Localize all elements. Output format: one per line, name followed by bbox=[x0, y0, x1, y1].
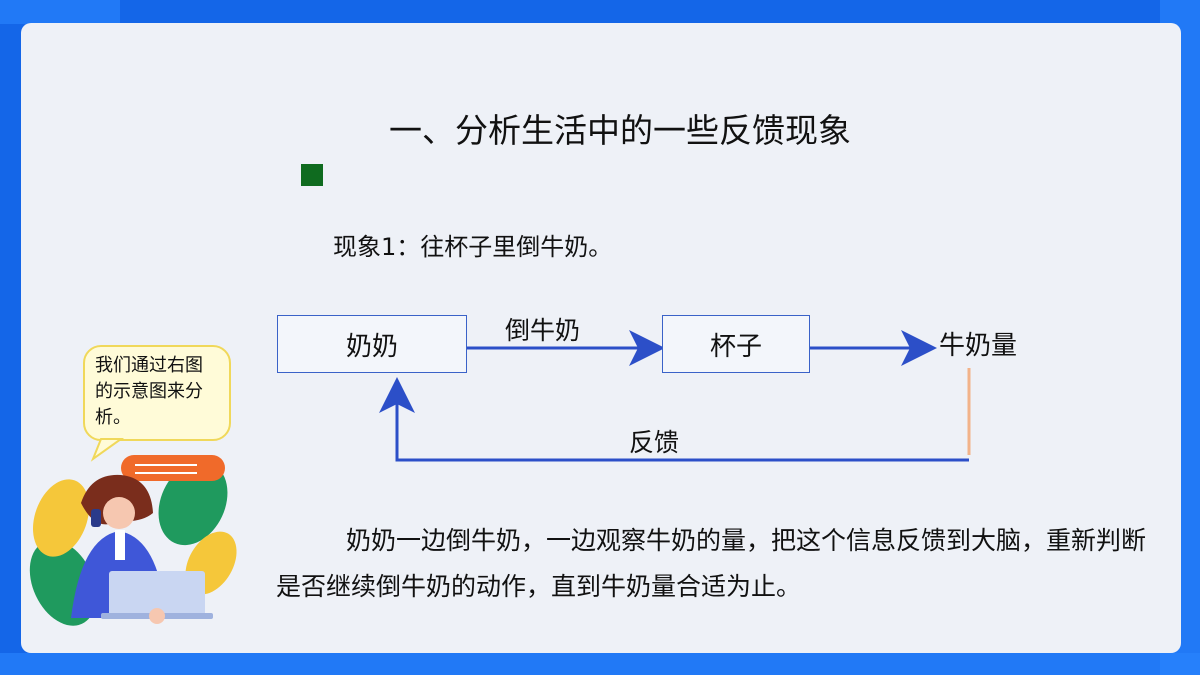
feedback-diagram bbox=[29, 330, 971, 626]
background-stripe bbox=[0, 0, 120, 24]
pour-milk-label: 倒牛奶 bbox=[505, 316, 581, 345]
bullet-square-icon bbox=[301, 164, 323, 186]
woman-with-laptop-icon bbox=[29, 455, 237, 626]
background-stripe bbox=[0, 653, 1200, 675]
cup-label: 杯子 bbox=[709, 331, 762, 362]
page-title: 一、分析生活中的一些反馈现象 bbox=[389, 111, 851, 150]
grandma-box: 奶奶 bbox=[277, 315, 467, 373]
speech-bubble-text: 我们通过右图的示意图来分析。 bbox=[95, 355, 203, 428]
speech-bubble: 我们通过右图的示意图来分析。 bbox=[83, 345, 231, 441]
phenomenon-label: 现象1：往杯子里倒牛奶。 bbox=[333, 233, 613, 261]
feedback-label: 反馈 bbox=[629, 428, 680, 457]
milk-amount-label: 牛奶量 bbox=[939, 331, 1018, 361]
grandma-label: 奶奶 bbox=[345, 331, 398, 362]
explanation-paragraph: 奶奶一边倒牛奶，一边观察牛奶的量，把这个信息反馈到大脑，重新判断是否继续倒牛奶的… bbox=[276, 526, 1147, 601]
feedback-arrow bbox=[379, 377, 969, 462]
content-panel: 一、分析生活中的一些反馈现象 现象1：往杯子里倒牛奶。 bbox=[21, 23, 1181, 653]
cup-box: 杯子 bbox=[662, 315, 810, 373]
